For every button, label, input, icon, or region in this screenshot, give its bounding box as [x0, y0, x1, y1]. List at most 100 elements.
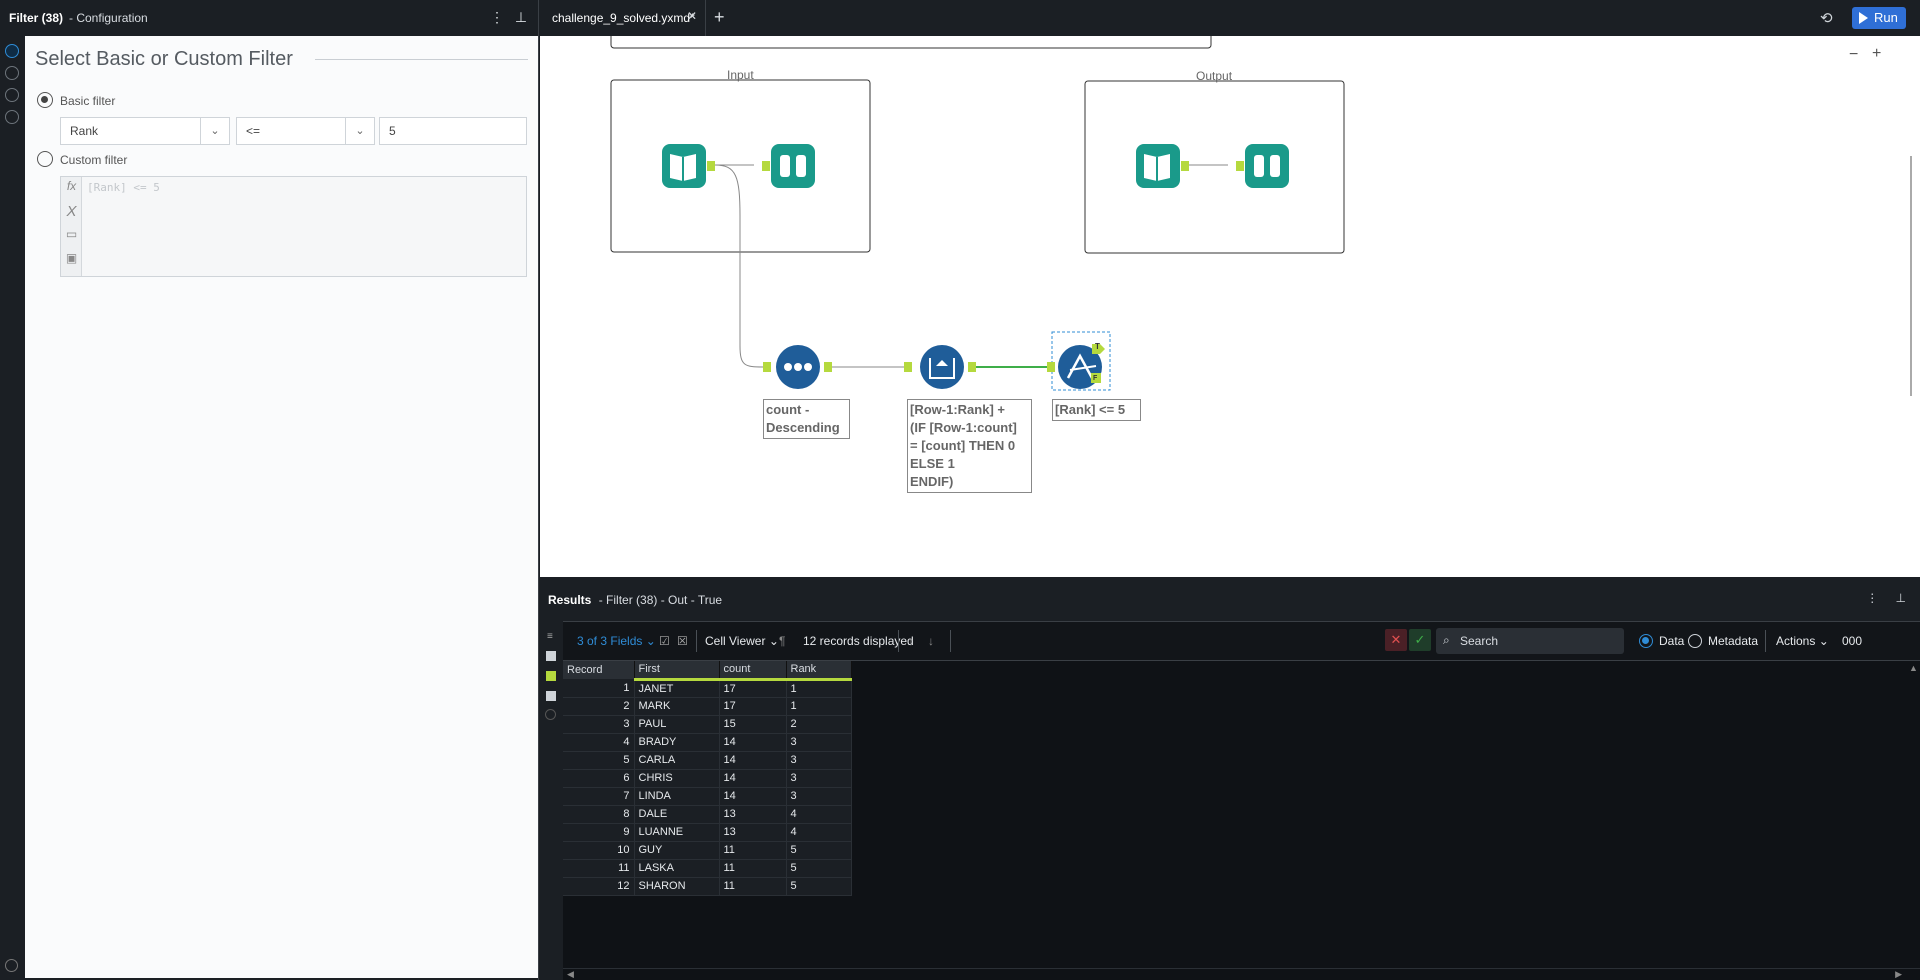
zoom-out-button[interactable]: −: [1849, 46, 1859, 63]
operator-select[interactable]: <= ⌄: [236, 117, 375, 145]
workflow-canvas[interactable]: Input Output T F count - Descending [Row…: [540, 36, 1920, 579]
table-cell[interactable]: 17: [719, 697, 787, 716]
table-cell[interactable]: 4: [786, 823, 852, 842]
actions-dropdown[interactable]: Actions ⌄: [1776, 634, 1829, 648]
table-cell[interactable]: PAUL: [634, 715, 720, 734]
more-vertical-icon[interactable]: ⋮: [490, 9, 504, 25]
table-cell[interactable]: 9: [563, 823, 635, 842]
pin-icon[interactable]: ⊥: [1895, 591, 1906, 605]
table-cell[interactable]: 3: [563, 715, 635, 734]
input-data-tool[interactable]: [662, 144, 715, 188]
table-cell[interactable]: 11: [719, 841, 787, 860]
table-cell[interactable]: 4: [563, 733, 635, 752]
false-output-icon[interactable]: [546, 691, 556, 701]
column-header-rank[interactable]: Rank: [786, 661, 852, 681]
table-cell[interactable]: 1: [786, 679, 852, 698]
table-cell[interactable]: LUANNE: [634, 823, 720, 842]
table-cell[interactable]: 3: [786, 769, 852, 788]
metadata-radio[interactable]: [1688, 634, 1702, 648]
function-icon[interactable]: fx: [66, 179, 77, 193]
browse-tool[interactable]: [1236, 144, 1289, 188]
column-header-first[interactable]: First: [634, 661, 720, 681]
table-cell[interactable]: 13: [719, 823, 787, 842]
gear-icon[interactable]: [5, 44, 19, 58]
field-select[interactable]: Rank ⌄: [60, 117, 230, 145]
table-cell[interactable]: 4: [786, 805, 852, 824]
list-icon[interactable]: ≡: [547, 631, 553, 642]
input-data-tool[interactable]: [1136, 144, 1189, 188]
zoom-in-button[interactable]: +: [1872, 45, 1882, 62]
table-cell[interactable]: DALE: [634, 805, 720, 824]
variable-icon[interactable]: X: [66, 203, 77, 220]
table-cell[interactable]: 3: [786, 733, 852, 752]
sort-tool[interactable]: [763, 345, 832, 389]
check-circle-icon[interactable]: [5, 959, 18, 972]
search-input[interactable]: ⌕ Search: [1436, 628, 1624, 654]
filter-tool[interactable]: [1047, 344, 1105, 389]
close-icon[interactable]: ✕: [686, 9, 697, 23]
table-cell[interactable]: SHARON: [634, 877, 720, 896]
help-icon[interactable]: [5, 110, 19, 124]
table-cell[interactable]: 6: [563, 769, 635, 788]
table-cell[interactable]: 14: [719, 751, 787, 770]
basic-filter-radio[interactable]: [37, 92, 53, 108]
container-top[interactable]: [610, 36, 1212, 49]
arrow-down-icon[interactable]: ↓: [928, 634, 934, 648]
table-cell[interactable]: 11: [719, 877, 787, 896]
table-cell[interactable]: 15: [719, 715, 787, 734]
table-cell[interactable]: JANET: [634, 679, 720, 698]
cancel-button[interactable]: ✕: [1385, 629, 1407, 651]
table-cell[interactable]: 14: [719, 733, 787, 752]
arrow-circle-icon[interactable]: [5, 66, 19, 80]
browse-tool[interactable]: [762, 144, 815, 188]
table-cell[interactable]: 2: [786, 715, 852, 734]
tab-workflow[interactable]: challenge_9_solved.yxmd* ✕: [540, 0, 706, 36]
table-cell[interactable]: 2: [563, 697, 635, 716]
select-all-icon[interactable]: ☑: [659, 634, 670, 648]
table-cell[interactable]: 17: [719, 679, 787, 698]
pin-icon[interactable]: ⊥: [514, 9, 528, 25]
pilcrow-icon[interactable]: ¶: [779, 634, 786, 648]
arrow-up-icon[interactable]: ↑: [908, 634, 914, 648]
history-icon[interactable]: ⟲: [1820, 10, 1833, 27]
table-cell[interactable]: 3: [786, 787, 852, 806]
table-cell[interactable]: 11: [719, 859, 787, 878]
table-cell[interactable]: LINDA: [634, 787, 720, 806]
column-header-record[interactable]: Record: [563, 661, 635, 679]
output-container[interactable]: [1084, 80, 1345, 254]
canvas-scrollbar[interactable]: [1910, 156, 1912, 396]
value-input[interactable]: 5: [379, 117, 527, 145]
table-cell[interactable]: 1: [786, 697, 852, 716]
table-cell[interactable]: 11: [563, 859, 635, 878]
table-cell[interactable]: 5: [786, 859, 852, 878]
table-cell[interactable]: 7: [563, 787, 635, 806]
more-vertical-icon[interactable]: ⋮: [1866, 591, 1879, 605]
cell-viewer-dropdown[interactable]: Cell Viewer ⌄: [705, 634, 779, 648]
column-header-count[interactable]: count: [719, 661, 787, 681]
table-cell[interactable]: 1: [563, 679, 635, 698]
vertical-scrollbar[interactable]: ▲ ▼: [1906, 661, 1920, 980]
table-cell[interactable]: 5: [563, 751, 635, 770]
data-radio[interactable]: [1639, 634, 1653, 648]
table-cell[interactable]: 14: [719, 769, 787, 788]
table-cell[interactable]: 12: [563, 877, 635, 896]
true-output-icon[interactable]: [546, 671, 556, 681]
custom-filter-radio[interactable]: [37, 151, 53, 167]
open-folder-icon[interactable]: ▭: [65, 227, 78, 241]
multi-row-formula-tool[interactable]: [904, 345, 976, 389]
table-cell[interactable]: CHRIS: [634, 769, 720, 788]
tag-icon[interactable]: [5, 88, 19, 102]
table-cell[interactable]: CARLA: [634, 751, 720, 770]
